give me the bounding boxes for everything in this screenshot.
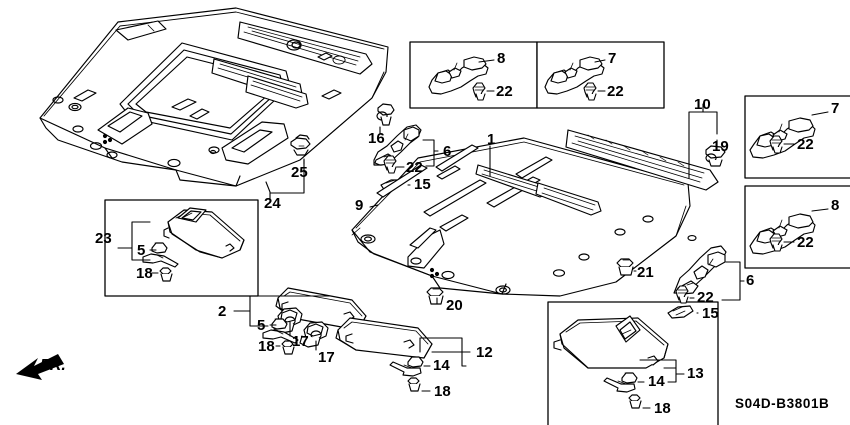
callout-label-22-e: 22 — [797, 234, 814, 251]
callout-label-21: 21 — [637, 264, 654, 281]
visor-holder-14-right — [603, 372, 638, 393]
callout-label-19: 19 — [712, 138, 729, 155]
front-direction-arrow — [16, 354, 64, 380]
bracket-10 — [688, 103, 718, 179]
callout-label-2: 2 — [218, 303, 227, 320]
sun-visor-13 — [553, 315, 669, 369]
callout-label-22-c: 22 — [406, 159, 423, 176]
callout-label-14-b: 14 — [648, 373, 665, 390]
headliner-with-sunroof — [39, 7, 389, 187]
sun-visor-2-rear — [275, 287, 367, 331]
grab-handle-8-group — [428, 56, 489, 101]
front-direction-label: FR. — [40, 357, 66, 374]
grab-handle-7-group — [544, 56, 605, 101]
callout-label-18-b: 18 — [258, 338, 275, 355]
visor-hinge-17-b — [299, 321, 329, 348]
callout-label-7-b: 7 — [831, 100, 840, 117]
visor-holder-5-centre — [262, 318, 299, 344]
callout-label-17-b: 17 — [318, 349, 335, 366]
callout-label-17-a: 17 — [292, 333, 309, 350]
visor-holder-14-centre — [389, 356, 424, 377]
callout-label-22-a: 22 — [496, 83, 513, 100]
callout-label-1: 1 — [487, 131, 496, 148]
headliner-main — [351, 129, 719, 297]
callout-label-22-b: 22 — [607, 83, 624, 100]
leader-lines-24-25 — [265, 158, 305, 200]
callout-label-25: 25 — [291, 164, 308, 181]
screw-22-right-grip — [675, 285, 689, 304]
clip-16 — [376, 103, 395, 126]
callout-label-9: 9 — [355, 197, 364, 214]
callout-label-5-b: 5 — [257, 317, 266, 334]
clip-19 — [705, 145, 726, 167]
callout-label-12: 12 — [476, 344, 493, 361]
clip-20 — [426, 287, 444, 305]
callout-label-14-a: 14 — [433, 357, 450, 374]
callout-label-22-f: 22 — [697, 289, 714, 306]
callout-label-6-a: 6 — [443, 143, 452, 160]
callout-label-18-d: 18 — [654, 400, 671, 417]
callout-label-22-d: 22 — [797, 136, 814, 153]
callout-label-13: 13 — [687, 365, 704, 382]
callout-label-18-c: 18 — [434, 383, 451, 400]
callout-label-5-a: 5 — [137, 242, 146, 259]
screw-18-centre — [281, 340, 295, 355]
callout-label-15-b: 15 — [702, 305, 719, 322]
callout-label-15-a: 15 — [414, 176, 431, 193]
clip-25 — [290, 134, 311, 156]
grab-handle-7-right-box — [749, 117, 816, 159]
callout-label-16: 16 — [368, 130, 385, 147]
callout-label-20: 20 — [446, 297, 463, 314]
callout-label-7-a: 7 — [608, 50, 617, 67]
callout-label-8-b: 8 — [831, 197, 840, 214]
sun-visor-2-front — [335, 317, 433, 359]
callout-label-18-a: 18 — [136, 265, 153, 282]
sun-visor-23 — [163, 207, 245, 259]
screw-18-left — [159, 267, 173, 282]
clip-21 — [616, 258, 634, 276]
cap-15-right — [667, 305, 694, 319]
screw-18-right-centre — [407, 377, 421, 392]
grab-handle-8-right-box — [749, 213, 816, 255]
screw-18-bottom-right — [628, 394, 642, 409]
screw-22-left — [383, 155, 397, 174]
diagram-part-number: S04D-B3801B — [735, 396, 830, 411]
callout-label-23: 23 — [95, 230, 112, 247]
callout-label-24: 24 — [264, 195, 281, 212]
callout-label-10: 10 — [694, 96, 711, 113]
callout-label-6-b: 6 — [746, 272, 755, 289]
callout-label-8-a: 8 — [497, 50, 506, 67]
